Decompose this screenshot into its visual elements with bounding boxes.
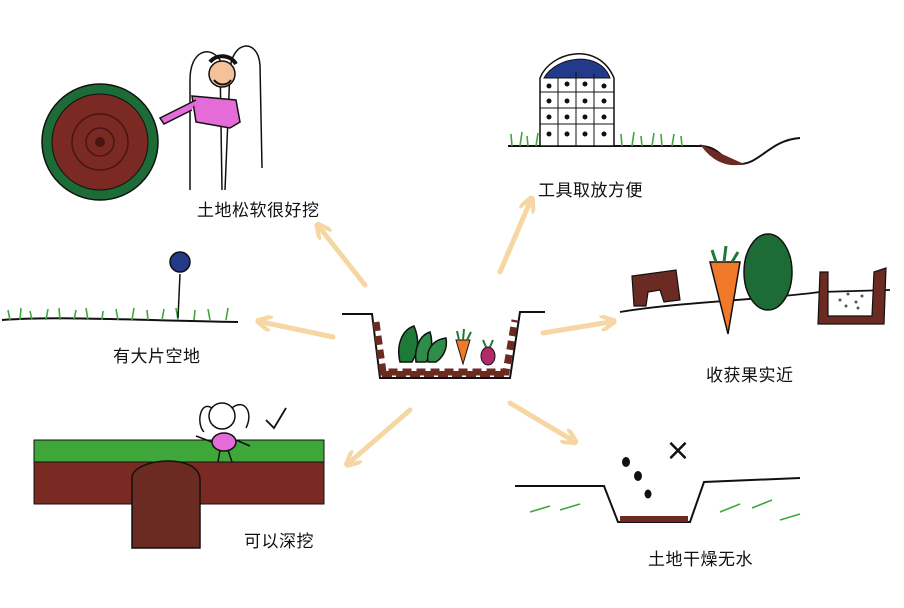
label-open-space: 有大片空地 bbox=[113, 347, 201, 367]
label-dry-soil: 土地干燥无水 bbox=[648, 550, 753, 570]
dry-soil-illustration bbox=[515, 457, 801, 523]
label-dig-deep: 可以深挖 bbox=[244, 532, 314, 552]
label-tools-access: 工具取放方便 bbox=[538, 181, 643, 201]
arrow-to-soft-soil bbox=[320, 228, 368, 288]
arrow-to-harvest bbox=[540, 322, 610, 336]
cross-mark: × bbox=[665, 433, 690, 468]
label-harvest-near: 收获果实近 bbox=[706, 366, 794, 386]
soft-soil-illustration bbox=[41, 45, 263, 201]
tools-illustration bbox=[508, 53, 801, 166]
arrow-to-dig-deep bbox=[350, 407, 413, 462]
dig-deep-illustration bbox=[33, 402, 325, 549]
arrows bbox=[262, 202, 610, 462]
arrow-to-tools bbox=[497, 202, 530, 275]
center-pit-garden bbox=[342, 311, 545, 379]
open-space-illustration bbox=[1, 251, 239, 323]
arrow-to-dry-soil bbox=[507, 400, 572, 440]
harvest-illustration bbox=[619, 233, 891, 335]
arrow-to-open-space bbox=[262, 322, 336, 340]
label-soft-soil: 土地松软很好挖 bbox=[197, 201, 320, 221]
